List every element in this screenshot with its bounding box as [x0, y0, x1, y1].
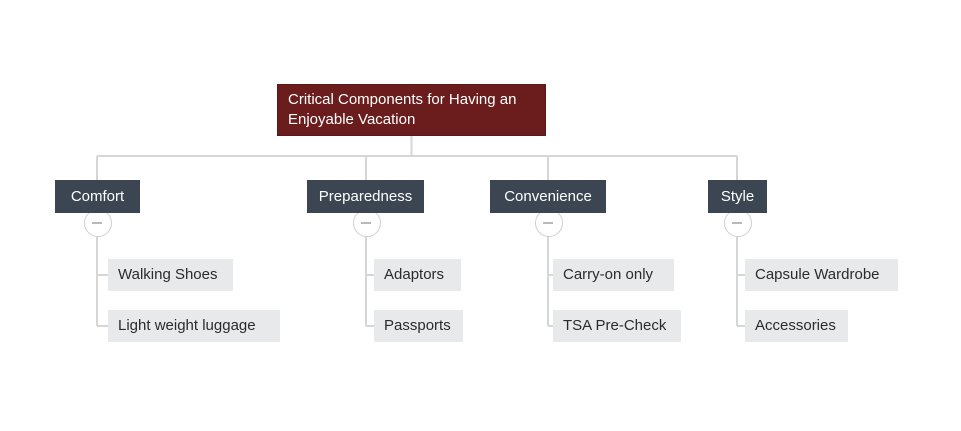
branch-node-comfort[interactable]: Comfort	[55, 180, 140, 213]
collapse-toggle-convenience[interactable]	[535, 209, 563, 237]
minus-icon	[92, 222, 102, 224]
minus-icon	[543, 222, 553, 224]
collapse-toggle-preparedness[interactable]	[353, 209, 381, 237]
leaf-node-capsule-wardrobe[interactable]: Capsule Wardrobe	[745, 259, 898, 291]
collapse-toggle-style[interactable]	[724, 209, 752, 237]
collapse-toggle-comfort[interactable]	[84, 209, 112, 237]
minus-icon	[361, 222, 371, 224]
leaf-node-passports[interactable]: Passports	[374, 310, 463, 342]
leaf-node-carry-on-only[interactable]: Carry-on only	[553, 259, 674, 291]
minus-icon	[732, 222, 742, 224]
branch-node-convenience[interactable]: Convenience	[490, 180, 606, 213]
leaf-node-walking-shoes[interactable]: Walking Shoes	[108, 259, 233, 291]
leaf-node-light-weight-luggage[interactable]: Light weight luggage	[108, 310, 280, 342]
leaf-node-tsa-pre-check[interactable]: TSA Pre-Check	[553, 310, 681, 342]
leaf-node-adaptors[interactable]: Adaptors	[374, 259, 461, 291]
leaf-node-accessories[interactable]: Accessories	[745, 310, 848, 342]
branch-node-preparedness[interactable]: Preparedness	[307, 180, 424, 213]
root-node[interactable]: Critical Components for Having an Enjoya…	[277, 84, 546, 136]
branch-node-style[interactable]: Style	[708, 180, 767, 213]
